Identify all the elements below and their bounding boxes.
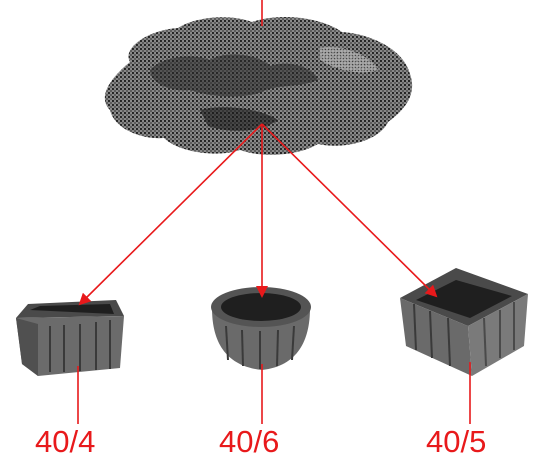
arrow-to-left bbox=[78, 123, 263, 306]
label-right: 40/5 bbox=[426, 424, 487, 459]
label-left: 40/4 bbox=[35, 424, 96, 459]
square-planter bbox=[400, 268, 528, 376]
point-cloud-image bbox=[104, 17, 413, 155]
label-center: 40/6 bbox=[219, 424, 280, 459]
arrow-to-right bbox=[261, 123, 438, 298]
cloud-shadow bbox=[150, 54, 318, 97]
round-planter bbox=[211, 287, 311, 370]
rectangular-planter bbox=[16, 300, 124, 376]
cloud-highlight bbox=[320, 47, 378, 73]
cloud-dark-patch bbox=[200, 107, 278, 131]
